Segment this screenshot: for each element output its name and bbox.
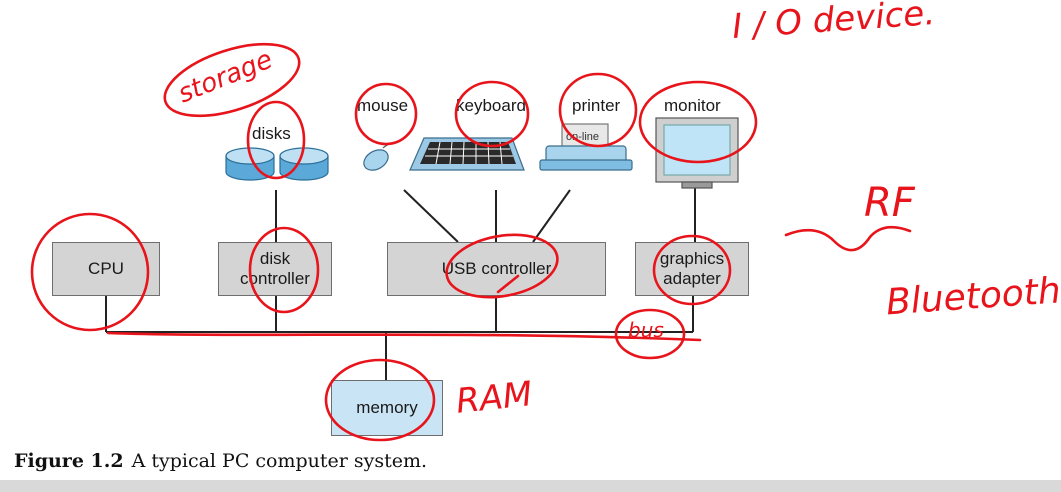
keyboard-label: keyboard [456,96,526,115]
mouse-circle [354,82,418,146]
bottom-strip [0,480,1061,492]
usb-controller-circle [445,233,559,299]
storage-circle [163,42,301,118]
usb-controller-box: USB controller [387,242,606,296]
memory-circle [324,358,436,442]
printer-circle [558,72,638,148]
disks-label: disks [252,124,291,143]
bus-annotation: bus [628,318,664,342]
graphics-adapter-label-line2: adapter [663,269,721,288]
graphics-adapter-label-line1: graphics [659,249,725,268]
printer-label: printer [572,96,621,115]
printer-screen-text: on-line [566,131,600,143]
mouse-usb-link [403,189,459,243]
monitor-label: monitor [664,96,721,115]
monitor-icon [655,117,739,189]
disks-circle [246,100,306,180]
memory-box: memory [331,380,443,436]
bus-highlight-line [106,331,702,342]
cpu-box: CPU [52,242,160,296]
monitor-circle [638,80,758,164]
disk-controller-label-line2: controller [240,269,310,288]
ram-annotation: RAM [454,374,535,422]
figure-number: Figure 1.2 [14,450,124,472]
mouse-label: mouse [357,96,409,115]
usb-pointer-stroke [496,274,520,294]
disk-controller-label-line1: disk [259,249,291,268]
printer-usb-link [532,189,571,243]
cpu-label: CPU [88,259,124,278]
memory-label: memory [356,398,418,417]
figure-caption-text: A typical PC computer system. [131,450,428,472]
graphics-adapter-circle [652,234,732,306]
cpu-circle [30,212,150,332]
disk-controller-circle [248,226,320,314]
bus-circle [614,308,686,360]
usb-controller-label: USB controller [441,259,552,278]
disk-controller-box: disk controller [218,242,332,296]
rf-squiggle [784,225,912,252]
figure-caption: Figure 1.2 A typical PC computer system. [14,450,427,472]
rf-annotation: RF [864,180,915,226]
keyboard-circle [454,80,530,148]
